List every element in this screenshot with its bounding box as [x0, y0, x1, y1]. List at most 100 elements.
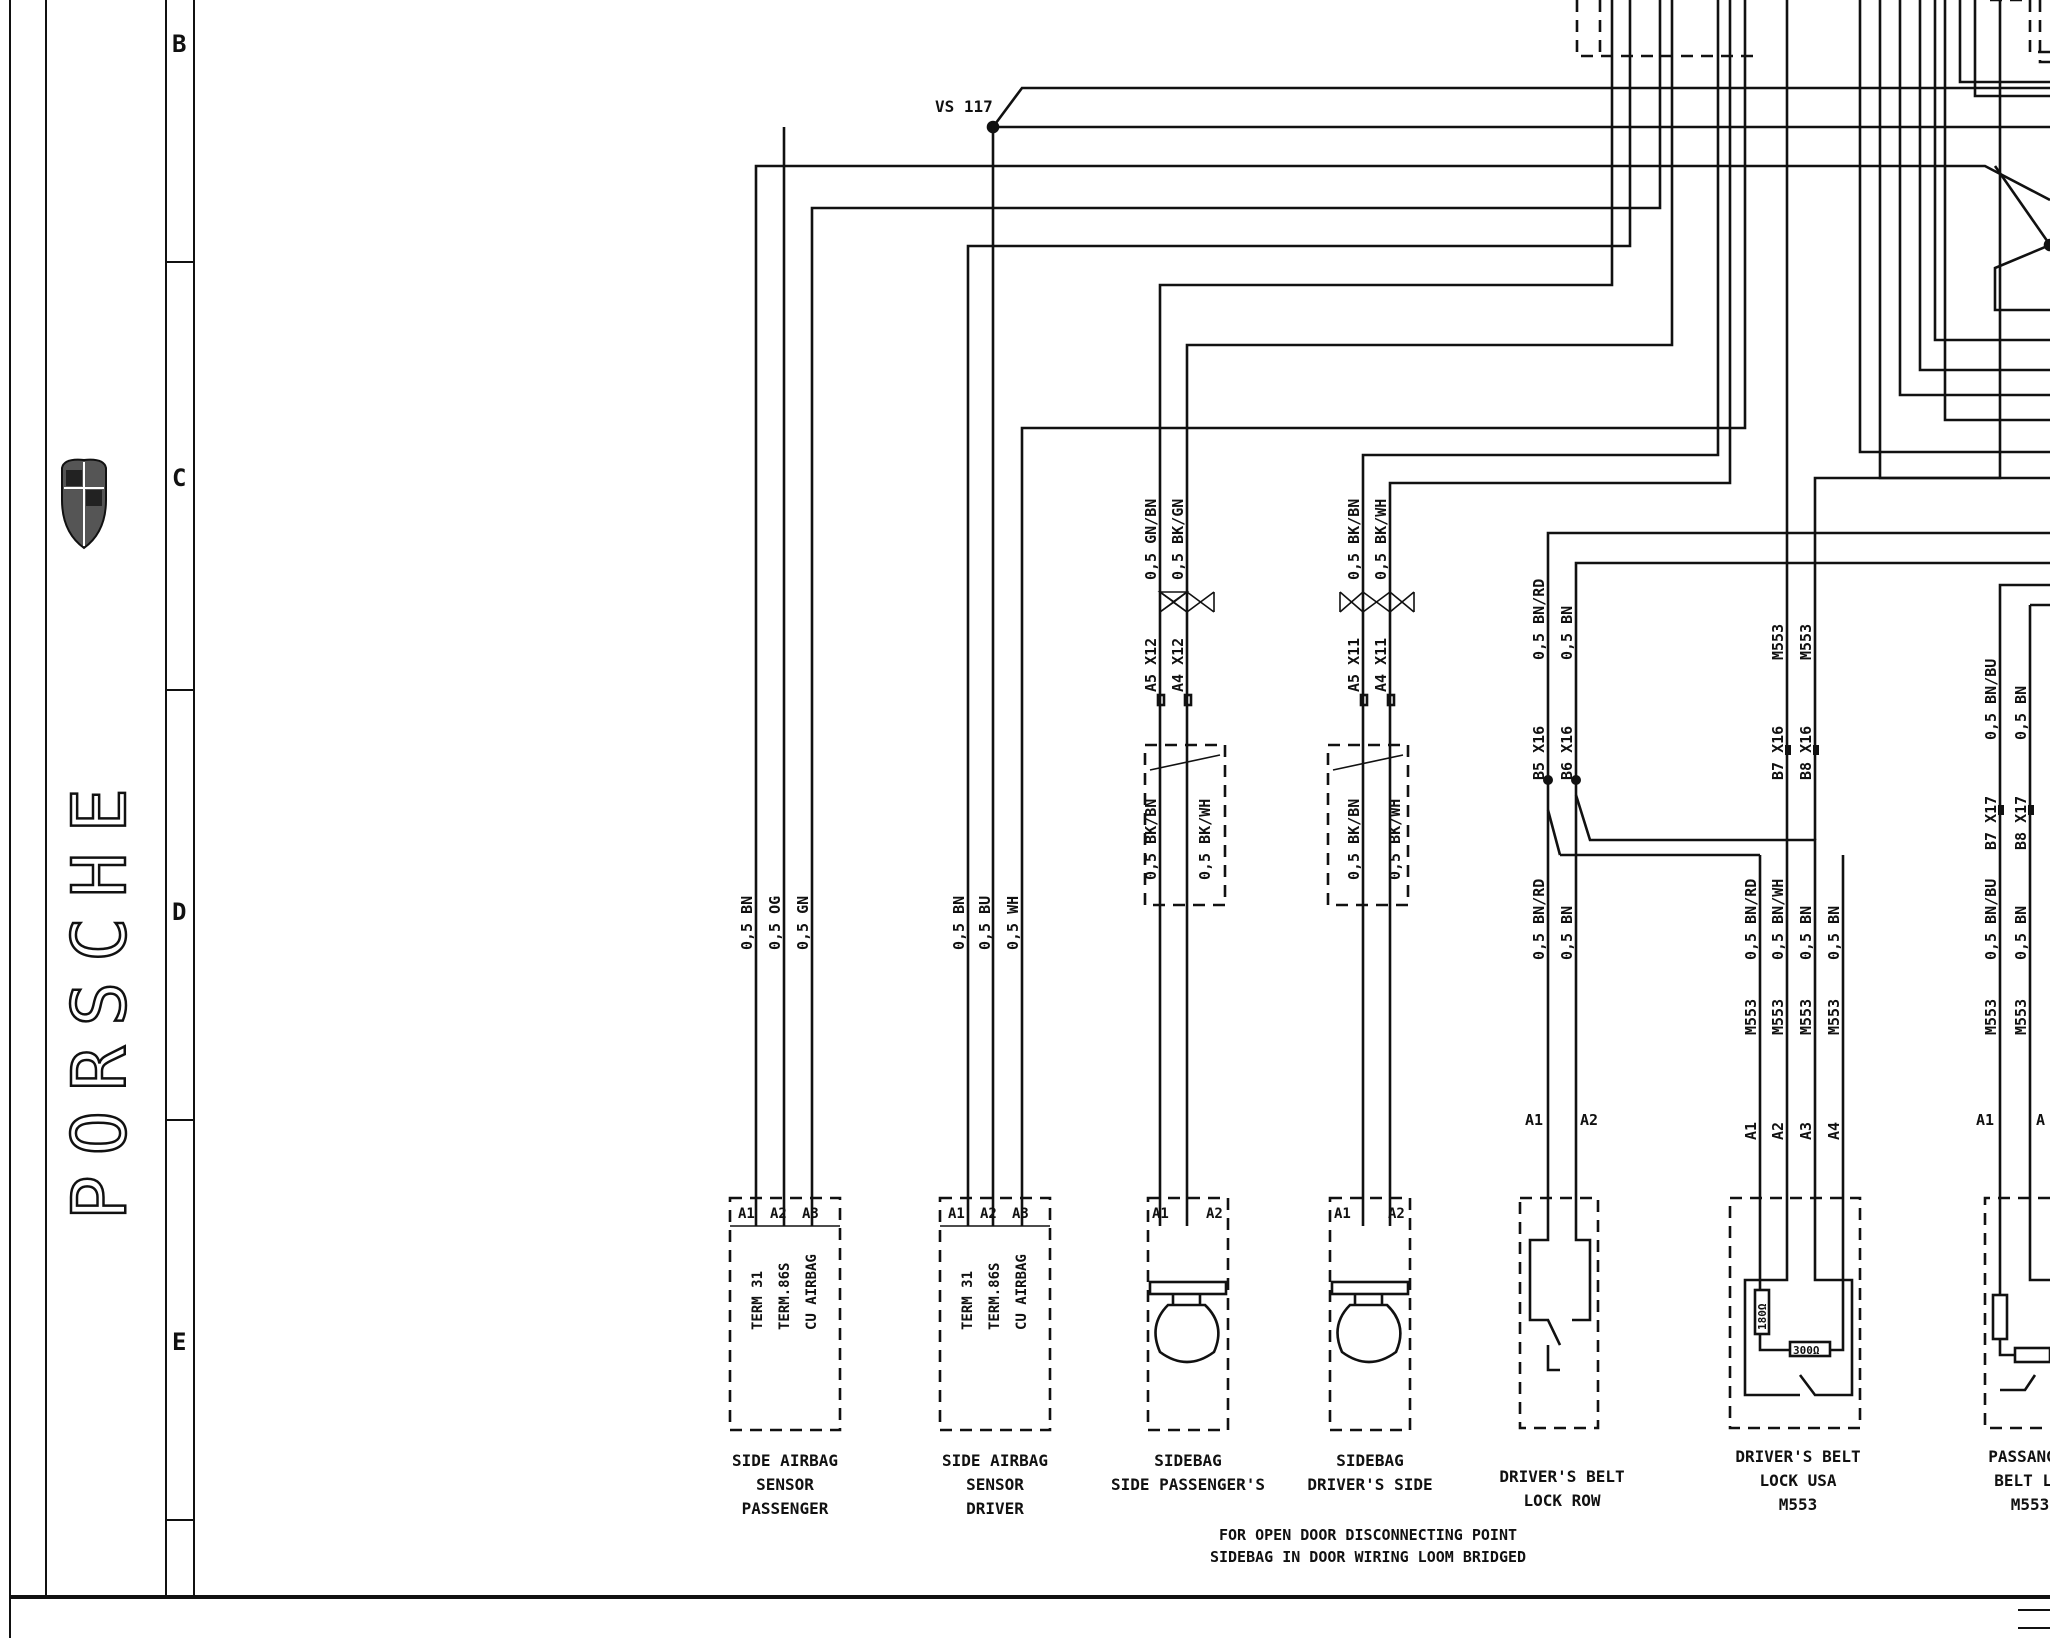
sidebag-passenger-disconnect-box	[1143, 743, 1227, 907]
brand-logo: PORSCHE	[57, 768, 143, 1220]
component-name-line: DRIVER'S BELT	[1735, 1447, 1860, 1466]
sidebag-passenger: A1 A2	[1146, 1196, 1230, 1432]
component-name-line: SIDE PASSENGER'S	[1111, 1475, 1265, 1494]
pin-label: A1	[1976, 1111, 1994, 1129]
porsche-crest-icon	[61, 458, 107, 550]
wire-label: B8 X16	[1797, 726, 1815, 780]
wire-label: M553	[1769, 999, 1787, 1035]
note-line: SIDEBAG IN DOOR WIRING LOOM BRIDGED	[1210, 1548, 1526, 1566]
pin-label: A1	[1525, 1111, 1543, 1129]
sidebag-driver-disconnect-box	[1326, 743, 1410, 907]
wire-label: 0,5 BN/WH	[1769, 879, 1787, 960]
wire-label: 0,5 BN	[1825, 906, 1843, 960]
wire-labels: 0,5 BN 0,5 OG 0,5 GN 0,5 BN 0,5 BU 0,5 W…	[738, 499, 2045, 1140]
pin-label: A1	[1152, 1206, 1169, 1222]
component-name-line: SENSOR	[756, 1475, 814, 1494]
connector-x11	[1339, 591, 1415, 613]
wire-label: M553	[1769, 624, 1787, 660]
component-name-line: LOCK USA	[1759, 1471, 1836, 1490]
pin-label: A2	[980, 1206, 997, 1222]
wire-label: 0,5 BK/BN	[1345, 499, 1363, 580]
wire-label: 0,5 BN/RD	[1530, 879, 1548, 960]
component-name-line: PASSENGER	[742, 1499, 829, 1518]
component-name-line: PASSANG	[1988, 1447, 2050, 1466]
pin-label: A1	[948, 1206, 965, 1222]
pin-label: A2	[1769, 1122, 1787, 1140]
component-name-line: LOCK ROW	[1523, 1491, 1600, 1510]
wire-label: 0,5 BN/RD	[1742, 879, 1760, 960]
wire-label: 0,5 BK/WH	[1386, 799, 1404, 880]
pin-function: CU AIRBAG	[1014, 1254, 1030, 1330]
pin-function: CU AIRBAG	[804, 1254, 820, 1330]
row-letter-b: B	[172, 30, 186, 58]
wire-label: M553	[1825, 999, 1843, 1035]
wire-label: 0,5 WH	[1004, 896, 1022, 950]
pin-label: A2	[770, 1206, 787, 1222]
pin-label: A3	[1797, 1122, 1815, 1140]
wire-label: B8 X17	[2012, 796, 2030, 850]
pin-label: A1	[1742, 1122, 1760, 1140]
wire-label: M553	[2012, 999, 2030, 1035]
sidebag-driver: A1 A2	[1328, 1196, 1412, 1432]
wire-label: A5 X12	[1142, 638, 1160, 692]
component-name-line: M553	[2011, 1495, 2050, 1514]
wire-label: 0,5 BN	[1558, 906, 1576, 960]
component-name-line: M553	[1779, 1495, 1818, 1514]
wire-label: B7 X17	[1982, 796, 2000, 850]
wire-label: 0,5 BK/WH	[1196, 799, 1214, 880]
wire-label: B5 X16	[1530, 726, 1548, 780]
component-name-line: BELT LC	[1994, 1471, 2050, 1490]
pin-function: TERM 31	[960, 1271, 976, 1330]
component-name-line: DRIVER	[966, 1499, 1024, 1518]
wire-label: B7 X16	[1769, 726, 1787, 780]
pin-label: A1	[1334, 1206, 1351, 1222]
wire-label: 0,5 GN/BN	[1142, 499, 1160, 580]
wire-label: 0,5 BN/RD	[1530, 579, 1548, 660]
wire-label: 0,5 BK/GN	[1169, 499, 1187, 580]
pin-label: A1	[738, 1206, 755, 1222]
title-block: B C D E PORSCHE	[9, 0, 2050, 1638]
pin-function: TERM 31	[750, 1271, 766, 1330]
component-name-line: DRIVER'S BELT	[1499, 1467, 1624, 1486]
wire-label: 0,5 BN	[1797, 906, 1815, 960]
pin-label: A3	[1012, 1206, 1029, 1222]
resistor-value: 300Ω	[1793, 1344, 1820, 1357]
wire-label: M553	[1742, 999, 1760, 1035]
wire-label: B6 X16	[1558, 726, 1576, 780]
pin-label: A2	[1206, 1206, 1223, 1222]
wires	[754, 0, 2050, 1226]
passenger-belt-lock	[1983, 1196, 2050, 1430]
wire-label: 0,5 BN	[950, 896, 968, 950]
wire-label: 0,5 BK/BN	[1345, 799, 1363, 880]
row-letter-e: E	[172, 1328, 186, 1356]
pin-label: A	[2036, 1111, 2045, 1129]
pin-label: A2	[1580, 1111, 1598, 1129]
component-name-line: SIDE AIRBAG	[942, 1451, 1048, 1470]
drivers-belt-lock-usa: 180Ω 300Ω	[1728, 1196, 1862, 1430]
pin-function: TERM.86S	[777, 1263, 793, 1330]
drivers-belt-lock-row	[1518, 1196, 1600, 1430]
wire-label: 0,5 BK/WH	[1372, 499, 1390, 580]
wire-label: 0,5 GN	[794, 896, 812, 950]
wire-label: 0,5 BU	[976, 896, 994, 950]
wire-label: A5 X11	[1345, 638, 1363, 692]
pin-function: TERM.86S	[987, 1263, 1003, 1330]
note-line: FOR OPEN DOOR DISCONNECTING POINT	[1219, 1526, 1517, 1544]
component-name-line: SIDE AIRBAG	[732, 1451, 838, 1470]
connector-x12	[1157, 590, 1215, 614]
wire-label: 0,5 BN	[738, 896, 756, 950]
component-name-line: SENSOR	[966, 1475, 1024, 1494]
wire-label: 0,5 BN/BU	[1982, 659, 2000, 740]
row-letter-c: C	[172, 464, 186, 492]
wire-label: M553	[1982, 999, 2000, 1035]
wire-label: 0,5 OG	[766, 896, 784, 950]
wire-label: A4 X12	[1169, 638, 1187, 692]
splice-label: VS 117	[935, 97, 993, 116]
component-name-line: SIDEBAG	[1154, 1451, 1221, 1470]
wire-label: 0,5 BN	[2012, 906, 2030, 960]
side-airbag-sensor-driver: A1 A2 A3 TERM 31 TERM.86S CU AIRBAG	[938, 1196, 1052, 1432]
pin-label: A3	[802, 1206, 819, 1222]
wire-label: M553	[1797, 624, 1815, 660]
wire-label: 0,5 BN	[2012, 686, 2030, 740]
